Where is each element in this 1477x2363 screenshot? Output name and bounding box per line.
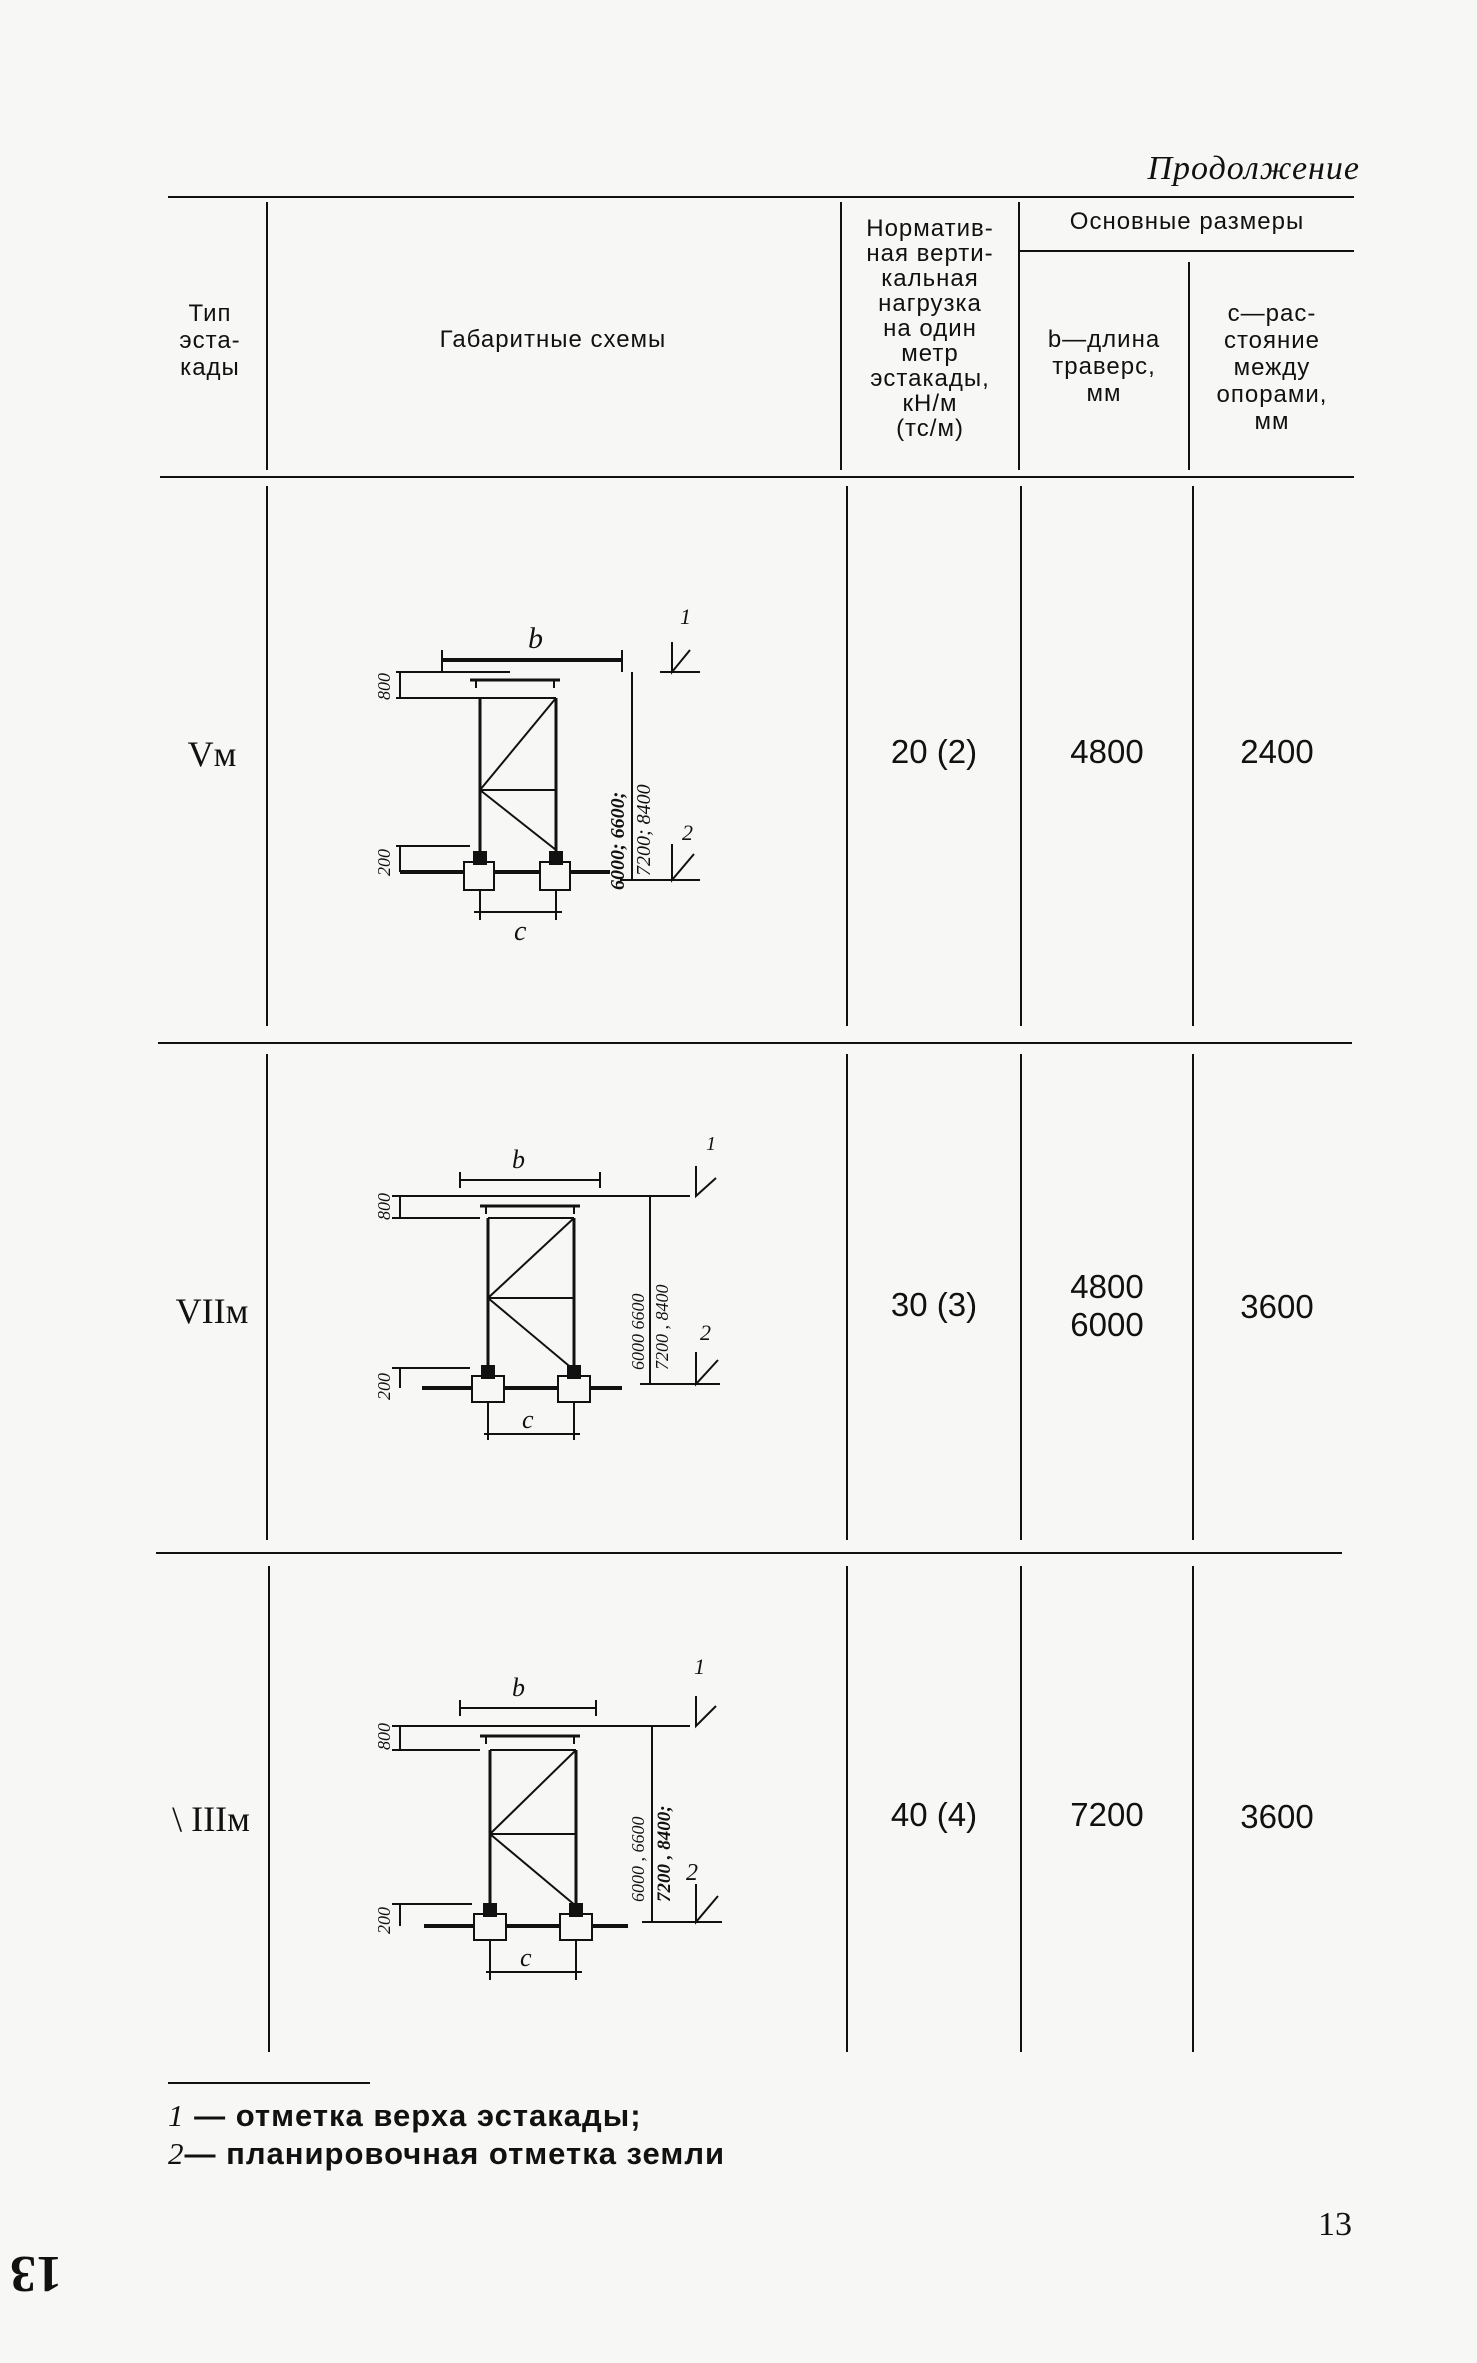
page-number: 13 bbox=[1318, 2206, 1352, 2243]
scheme-diagram-viiim: b c 1 2 800 200 6000 , 6600 7200 , 8400; bbox=[374, 1654, 722, 1980]
row-load: 20 (2) bbox=[890, 733, 978, 770]
mark-1-label: 1 bbox=[680, 604, 691, 629]
mark-2-label: 2 bbox=[686, 1860, 698, 1886]
mark-1-label: 1 bbox=[694, 1654, 705, 1679]
dim-c-label: c bbox=[520, 1943, 532, 1972]
mark-1-label: 1 bbox=[706, 1133, 716, 1155]
dim-height-label: 7200 , 8400; bbox=[654, 1805, 675, 1902]
dim-height-label: 6000 6600 bbox=[628, 1294, 648, 1371]
continued-label: Продолжение bbox=[1147, 150, 1360, 187]
dim-height-label: 7200; 8400 bbox=[633, 784, 655, 876]
dim-b-label: b bbox=[528, 622, 543, 655]
footnote-item: 2— планировочная отметка земли bbox=[168, 2136, 726, 2171]
dim-top-label: 800 bbox=[374, 1193, 394, 1220]
row-type: \ IIIм bbox=[172, 1799, 250, 1839]
dim-height-label: 6000 , 6600 bbox=[628, 1817, 648, 1903]
row-c: 2400 bbox=[1240, 733, 1314, 770]
row-load: 30 (3) bbox=[890, 1286, 978, 1323]
row-type: VIIм bbox=[175, 1291, 249, 1331]
row-c: 3600 bbox=[1240, 1288, 1314, 1325]
row-b: 7200 bbox=[1070, 1796, 1144, 1833]
row-c: 3600 bbox=[1240, 1798, 1314, 1835]
scheme-diagram-vm: b c 1 2 800 200 6000; 6600; 7200; 8400 bbox=[374, 604, 700, 947]
row-b: 4800 bbox=[1070, 733, 1144, 770]
dim-bottom-label: 200 bbox=[374, 1907, 394, 1934]
footnote-item: 1 — отметка верха эстакады; bbox=[168, 2098, 642, 2133]
scheme-diagram-viim: b c 1 2 800 200 6000 6600 7200 , 8400 bbox=[374, 1133, 720, 1440]
header-main-dims: Основные размеры bbox=[1069, 208, 1305, 235]
dim-bottom-label: 200 bbox=[374, 1373, 394, 1400]
dim-b-label: b bbox=[512, 1673, 525, 1702]
row-load: 40 (4) bbox=[890, 1796, 978, 1833]
mark-2-label: 2 bbox=[700, 1320, 711, 1345]
dim-bottom-label: 200 bbox=[374, 849, 394, 876]
side-page-number: 13 bbox=[10, 2245, 62, 2302]
mark-2-label: 2 bbox=[682, 820, 693, 845]
header-schemes: Габаритные схемы bbox=[439, 326, 667, 353]
dim-top-label: 800 bbox=[374, 1723, 394, 1750]
dim-b-label: b bbox=[512, 1145, 525, 1174]
dim-c-label: c bbox=[522, 1405, 534, 1434]
dim-c-label: c bbox=[514, 916, 527, 947]
row-type: Vм bbox=[187, 734, 237, 774]
dim-height-label: 6000; 6600; bbox=[607, 792, 629, 890]
dim-height-label: 7200 , 8400 bbox=[652, 1285, 672, 1371]
dim-top-label: 800 bbox=[374, 673, 394, 700]
footnote-rule bbox=[168, 2082, 370, 2084]
